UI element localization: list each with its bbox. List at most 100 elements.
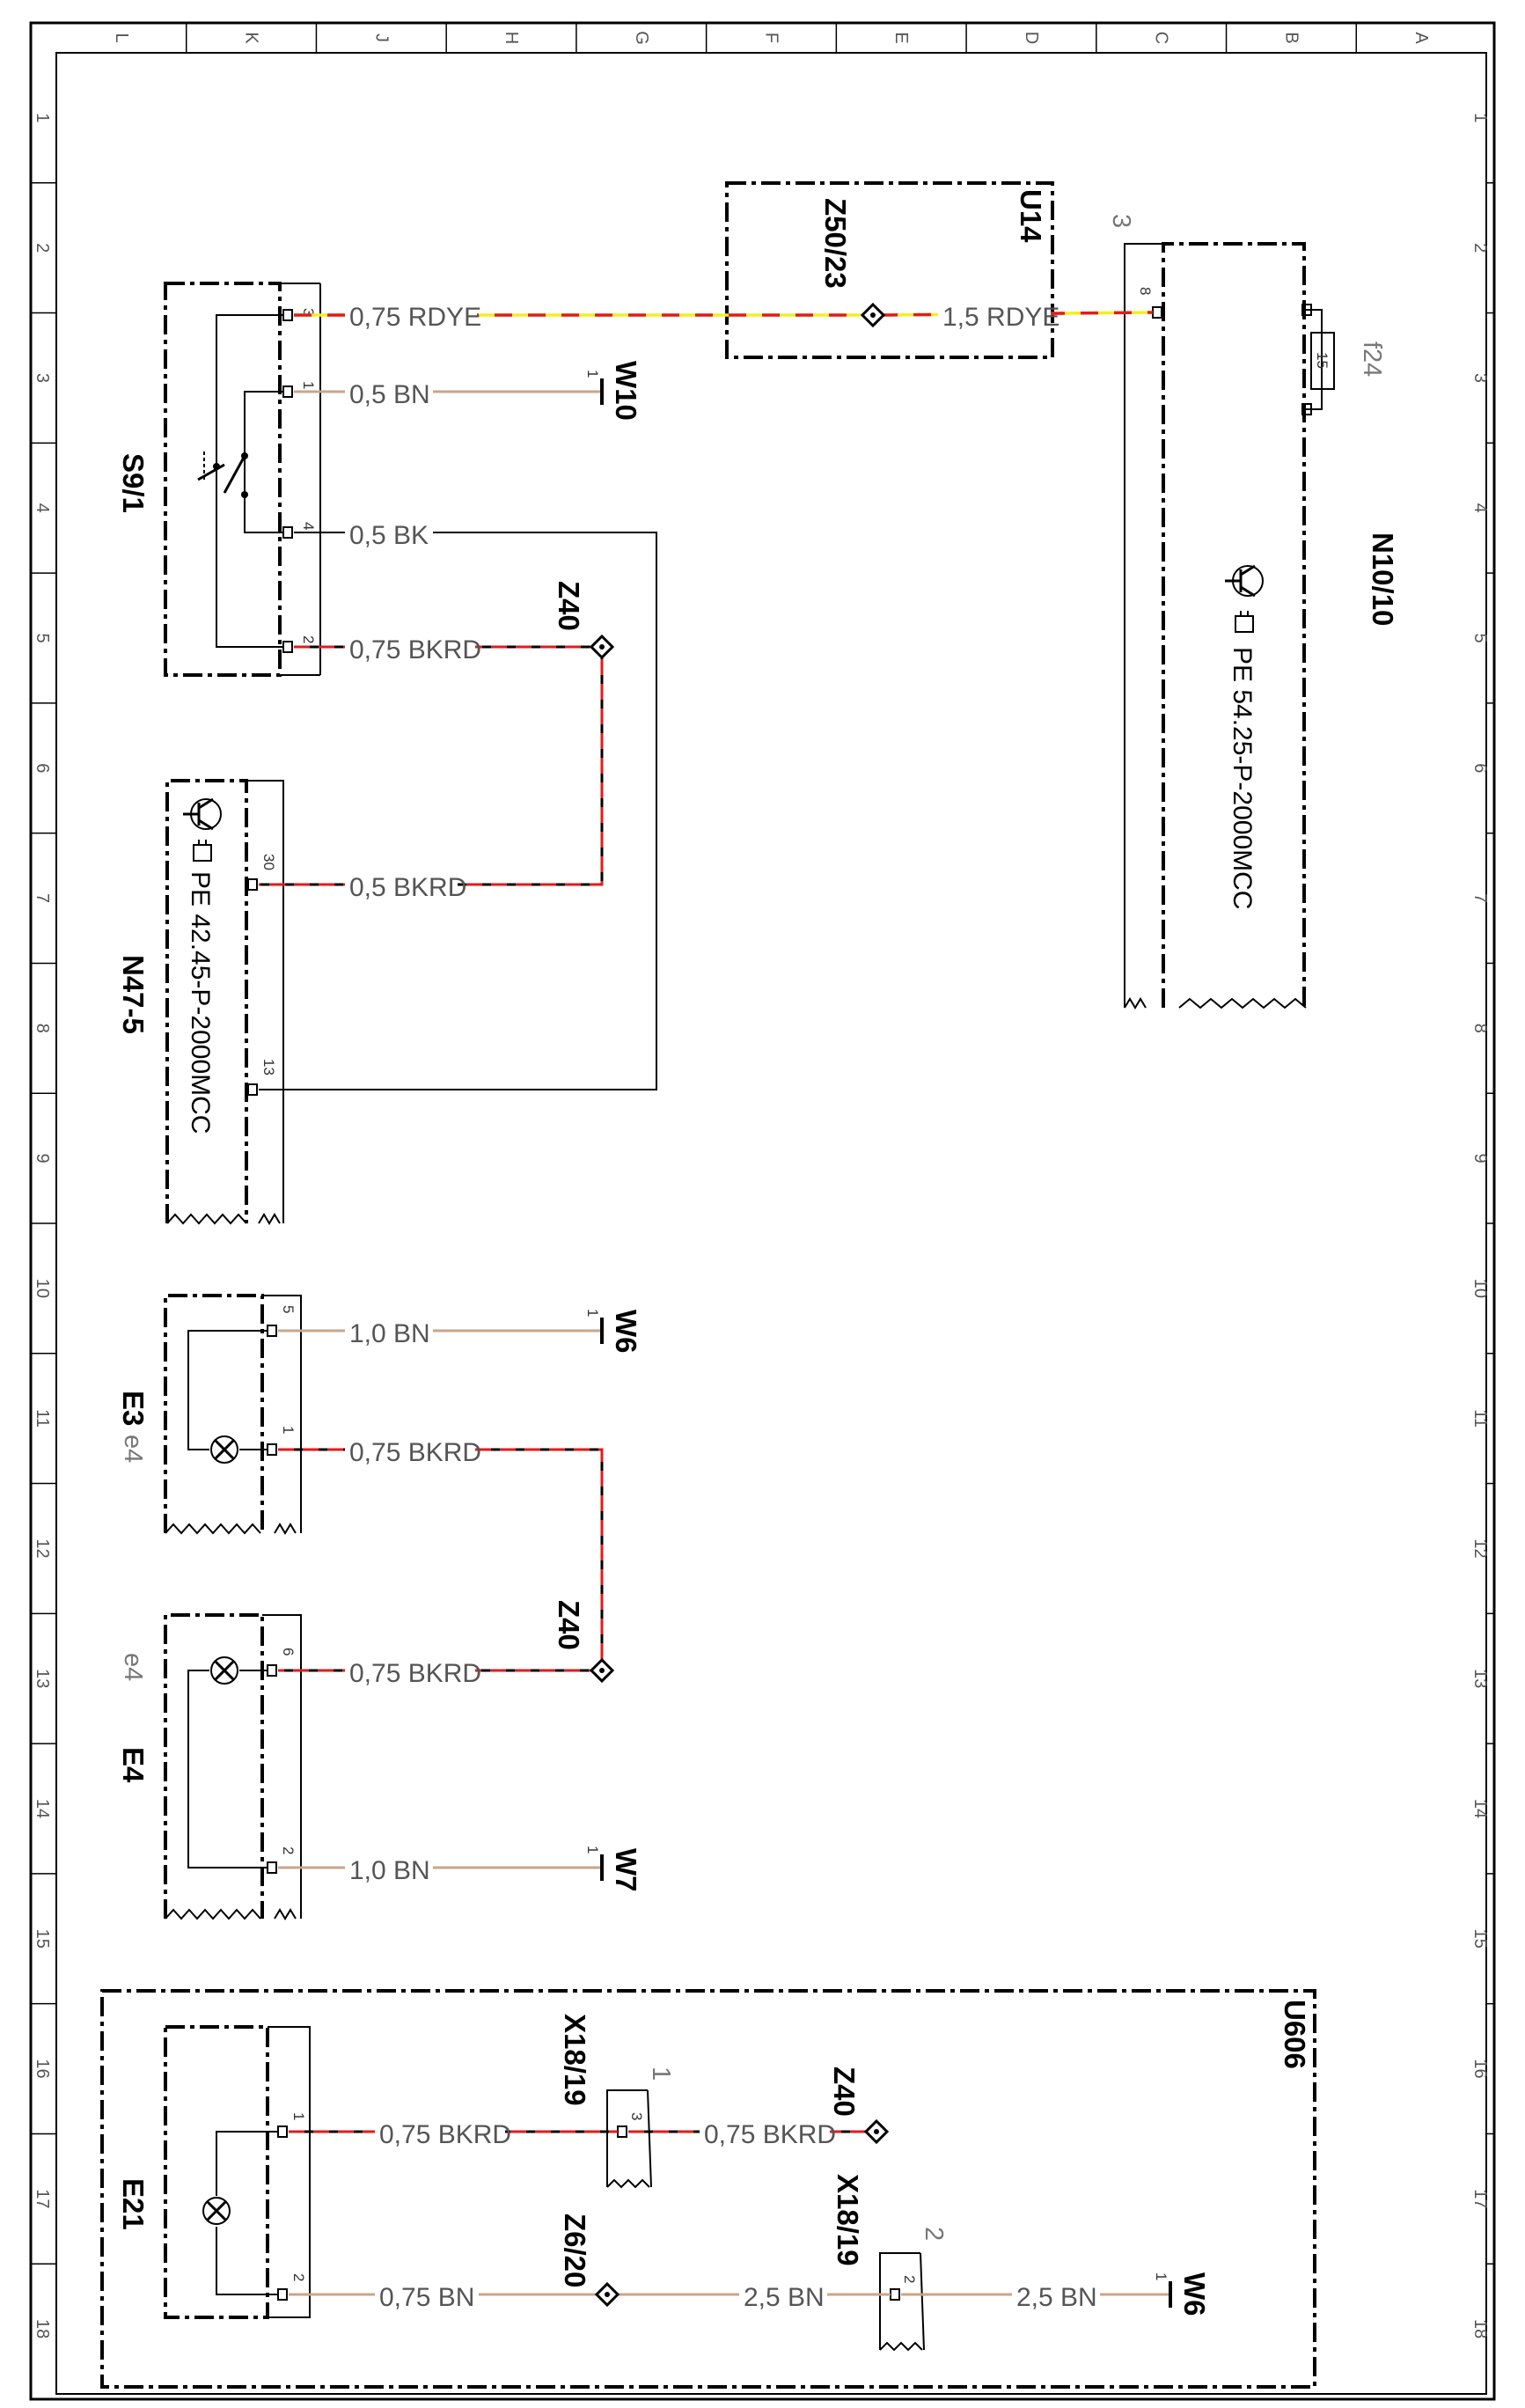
grid-row-number: 13 <box>33 1669 52 1688</box>
component-label: f24 <box>1358 341 1386 377</box>
module-n47-5: 30 13 PE 42.45-P-2000MCC N47-5 <box>117 779 284 1225</box>
wire-label: 0,75 BKRD <box>379 2120 511 2149</box>
pin-label: 3 <box>1107 214 1135 228</box>
grid-column-letter: H <box>502 32 521 44</box>
component-label: U606 <box>1279 2000 1311 2069</box>
splice-z40: Z40 <box>828 2067 890 2145</box>
wire-label: 1,0 BN <box>349 1319 430 1348</box>
ground-points: 1 W10 1 W6 1 W7 1 W6 <box>584 361 1211 2316</box>
grid-column-letter: B <box>1281 32 1301 43</box>
grid-row-number: 7 <box>33 893 52 903</box>
grid-column-letter: F <box>762 33 781 43</box>
pin-label: 4 <box>300 522 317 530</box>
grid-column-letter: E <box>891 32 911 43</box>
component-label: E4 <box>117 1747 150 1783</box>
splice-label: Z6/20 <box>559 2213 591 2287</box>
grid-row-number: 6 <box>33 763 52 773</box>
grid-row-number: 6 <box>1470 763 1490 773</box>
grid-column-letter: K <box>242 32 261 44</box>
component-label: N47-5 <box>117 955 150 1034</box>
grid-row-number: 14 <box>1470 1799 1490 1818</box>
grid-row-number: 11 <box>33 1409 52 1428</box>
splice-z40: Z40 <box>553 1600 615 1684</box>
grid-row-number: 13 <box>1470 1669 1490 1688</box>
splices: Z40 Z40 Z40 Z6/20 <box>553 302 890 2308</box>
grid-row-number: 8 <box>33 1024 52 1033</box>
grid-column-letter: J <box>371 33 391 42</box>
ground-label: W7 <box>610 1848 642 1892</box>
grid-row-number: 15 <box>1470 1929 1490 1949</box>
grid-row-number: 16 <box>1470 2059 1490 2078</box>
component-label: N10/10 <box>1367 532 1399 626</box>
splice-z40: Z40 <box>553 581 615 660</box>
pin-label: 2 <box>280 1846 297 1854</box>
hand-pointer-icon <box>1235 611 1254 633</box>
switch-s9-1: 3 1 4 2 S9/1 <box>117 282 321 677</box>
wire-label: 0,75 BN <box>379 2283 474 2312</box>
module-n10-10: 8 3 15 f24 PE 54.25-P-2000MCC N10/10 <box>1107 214 1399 1009</box>
wire-label: 0,75 RDYE <box>349 303 481 332</box>
grid-column-letter: G <box>632 31 651 45</box>
grid-row-number: 18 <box>33 2319 52 2338</box>
lamp-icon <box>210 1656 238 1685</box>
grid-row-number: 1 <box>1470 113 1490 122</box>
grid-row-number: 10 <box>1470 1279 1490 1298</box>
document-reference: PE 54.25-P-2000MCC <box>1228 647 1257 909</box>
grid-column-letter: C <box>1152 32 1171 44</box>
grid-row-number: 10 <box>33 1279 52 1298</box>
ground-label: W6 <box>610 1310 642 1354</box>
lamp-icon <box>210 1435 238 1464</box>
connector-x18-19: 3 1 X18/19 <box>559 2014 675 2189</box>
grid-row-number: 9 <box>1470 1154 1490 1164</box>
component-label: U14 <box>1015 189 1047 243</box>
pin-label: 5 <box>280 1305 297 1313</box>
connector-x18-19-lower: 2 2 X18/19 <box>832 2174 948 2352</box>
grid-row-number: 4 <box>1470 503 1490 513</box>
wire-label: 1,0 BN <box>349 1856 430 1885</box>
splice-z6-20: Z6/20 <box>559 2213 620 2308</box>
lamp-icon <box>202 2197 231 2225</box>
grid-row-number: 1 <box>33 113 52 122</box>
transistor-icon <box>1225 564 1264 598</box>
fuse-f24: 15 f24 <box>1301 304 1386 415</box>
splice-label: Z40 <box>828 2067 861 2117</box>
document-reference: PE 42.45-P-2000MCC <box>186 871 215 1134</box>
pin-label: 1 <box>647 2067 675 2081</box>
pin-label: 1 <box>300 381 317 389</box>
pin-label: 13 <box>260 1059 277 1076</box>
grid-row-number: 17 <box>33 2189 52 2208</box>
area-u606: U606 <box>100 1989 1316 2389</box>
grid-column-letter: D <box>1022 32 1041 44</box>
pin-label: 1 <box>280 1426 297 1434</box>
grid-row-number: 14 <box>33 1799 52 1818</box>
grid-row-number: 12 <box>1470 1538 1490 1558</box>
component-label: X18/19 <box>832 2174 864 2266</box>
wires <box>259 311 1170 2296</box>
pin-label: 1 <box>584 1846 601 1854</box>
wire-label: 0,5 BKRD <box>349 873 466 902</box>
fuse-rating: 15 <box>1314 352 1331 369</box>
grid-row-number: 3 <box>1470 373 1490 383</box>
lamp-e3: 5 1 E3 e4 <box>117 1294 302 1535</box>
grid-row-number: 2 <box>33 243 52 253</box>
grid-row-number: 2 <box>1470 243 1490 253</box>
grid-row-number: 7 <box>1470 893 1490 903</box>
pin-s9-3 <box>282 309 293 321</box>
lamp-e21: 1 2 E21 <box>117 2025 311 2319</box>
reference-label: e4 <box>119 1435 147 1463</box>
wire-label: 0,75 BKRD <box>704 2120 836 2149</box>
pin-label: 3 <box>628 2112 645 2120</box>
ground-w7: 1 W7 <box>584 1846 642 1892</box>
splice-label: Z40 <box>553 1600 585 1650</box>
grid-row-number: 3 <box>33 373 52 383</box>
pin-label: 1 <box>584 370 601 378</box>
ground-w10: 1 W10 <box>584 361 642 421</box>
pin-label: 2 <box>901 2275 918 2283</box>
wire-label: 0,75 BKRD <box>349 635 481 664</box>
pin-label: 6 <box>280 1648 297 1656</box>
grid-row-number: 12 <box>33 1538 52 1558</box>
pin-label: 8 <box>1137 287 1154 295</box>
splice-label: Z40 <box>553 581 585 631</box>
component-label: Z50/23 <box>819 198 852 289</box>
